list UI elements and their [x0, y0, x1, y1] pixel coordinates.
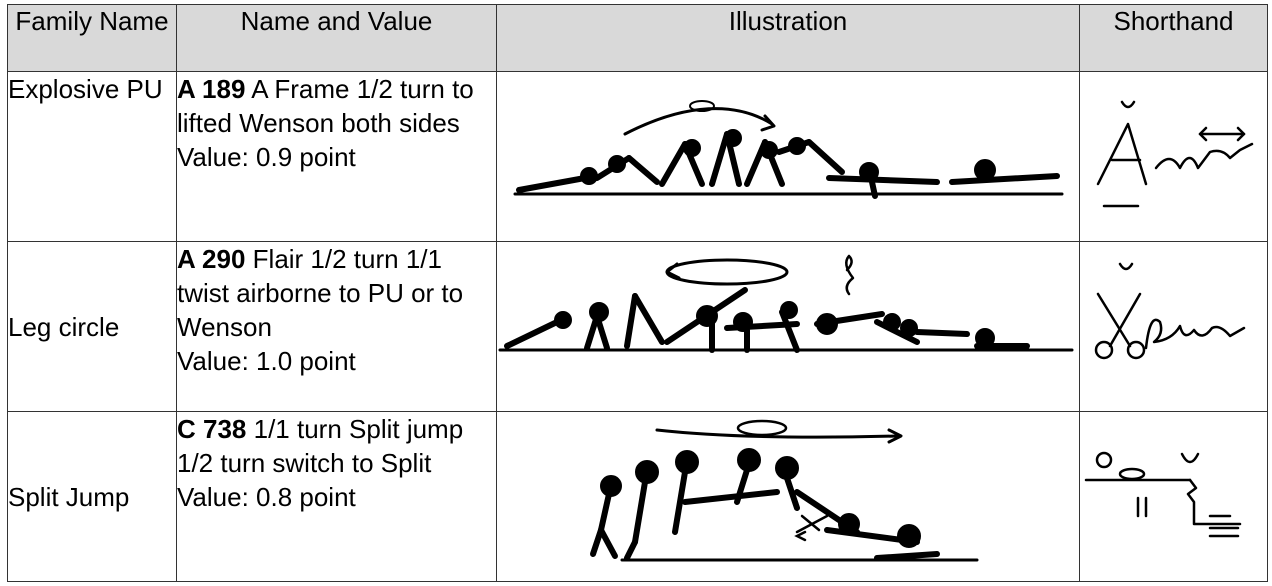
table-row: Explosive PU A 189 A Frame 1/2 turn to l…	[7, 71, 1268, 242]
element-description: C 738 1/1 turn Split jump 1/2 turn switc…	[176, 411, 497, 582]
element-value: Value: 1.0 point	[177, 346, 356, 376]
table-row: Leg circle A 290 Flair 1/2 turn 1/1 twis…	[7, 241, 1268, 412]
element-code: A 290	[177, 244, 246, 274]
family-name: Leg circle	[7, 241, 177, 412]
element-description: A 290 Flair 1/2 turn 1/1 twist airborne …	[176, 241, 497, 412]
header-shorthand: Shorthand	[1079, 4, 1268, 72]
header-name-value: Name and Value	[176, 4, 497, 72]
illustration-cell	[496, 411, 1080, 582]
shorthand-cell	[1079, 241, 1268, 412]
element-name: 1/1 turn Split jump 1/2 turn switch to S…	[177, 414, 464, 478]
elements-table: Family Name Name and Value Illustration …	[7, 4, 1268, 582]
element-code: A 189	[177, 74, 246, 104]
element-name: A Frame 1/2 turn to lifted Wenson both s…	[177, 74, 474, 138]
split-jump-shorthand-symbol	[1084, 451, 1242, 538]
element-name: Flair 1/2 turn 1/1 twist airborne to PU …	[177, 244, 464, 342]
a-frame-illustration	[513, 100, 1064, 199]
element-description: A 189 A Frame 1/2 turn to lifted Wenson …	[176, 71, 497, 242]
family-name: Explosive PU	[7, 71, 177, 242]
element-value: Value: 0.9 point	[177, 142, 356, 172]
table-row: Split Jump C 738 1/1 turn Split jump 1/2…	[7, 411, 1268, 582]
a-frame-shorthand-symbol	[1096, 100, 1254, 208]
header-illustration: Illustration	[496, 4, 1080, 72]
flair-shorthand-symbol	[1094, 262, 1246, 360]
shorthand-cell	[1079, 71, 1268, 242]
element-code: C 738	[177, 414, 247, 444]
header-row: Family Name Name and Value Illustration …	[7, 4, 1268, 72]
illustration-cell	[496, 241, 1080, 412]
header-family: Family Name	[7, 4, 177, 72]
split-jump-illustration	[590, 419, 979, 562]
shorthand-cell	[1079, 411, 1268, 582]
illustration-cell	[496, 71, 1080, 242]
element-value: Value: 0.8 point	[177, 482, 356, 512]
flair-illustration	[498, 254, 1074, 353]
family-name: Split Jump	[7, 411, 177, 582]
